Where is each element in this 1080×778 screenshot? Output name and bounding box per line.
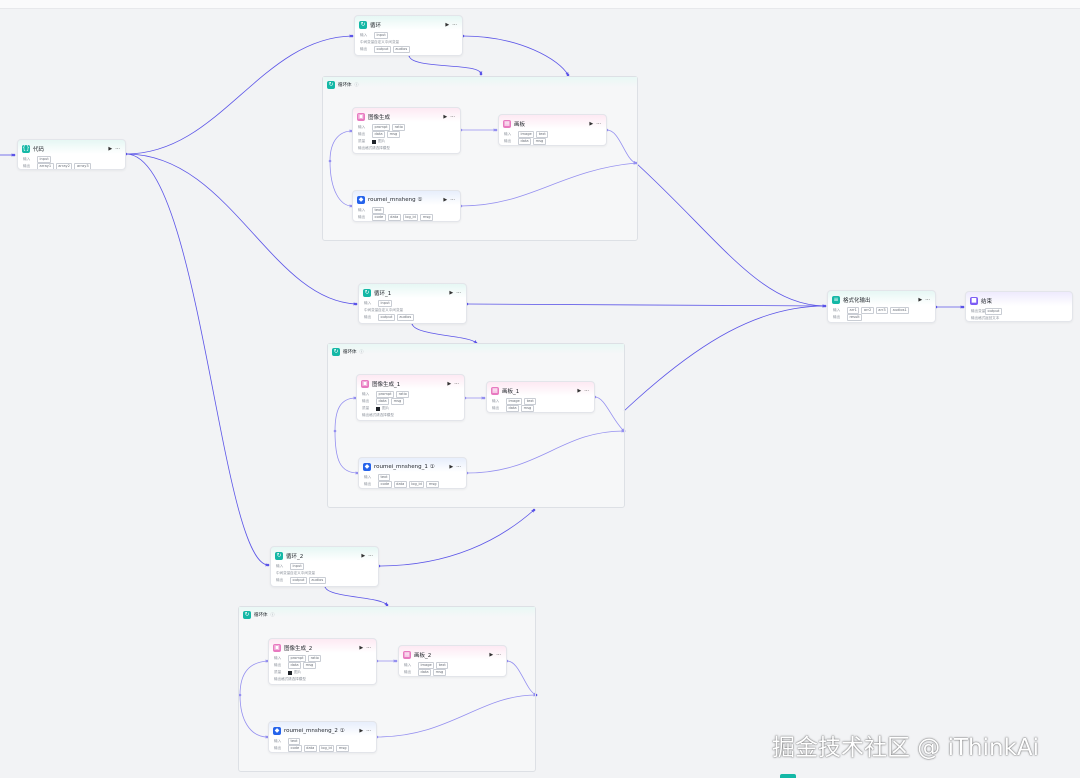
more-button[interactable]: ··· (454, 381, 459, 387)
edge-21[interactable] (324, 585, 388, 606)
edge-20[interactable] (378, 509, 535, 567)
more-button[interactable]: ··· (366, 728, 371, 734)
image-icon: ▣ (357, 113, 365, 121)
run-button[interactable]: ▶ (577, 388, 582, 394)
port-handle[interactable] (350, 34, 354, 38)
run-button[interactable]: ▶ (108, 146, 113, 152)
port-handle[interactable] (266, 563, 270, 567)
image-thumb (376, 406, 380, 411)
run-button[interactable]: ▶ (489, 652, 494, 658)
run-button[interactable]: ▶ (443, 114, 448, 120)
param-tag: input (37, 156, 52, 163)
edge-12[interactable] (466, 303, 826, 308)
more-button[interactable]: ··· (925, 297, 930, 303)
loop-icon: ↻ (327, 81, 335, 89)
format-icon: ≡ (832, 296, 840, 304)
watermark: 掘金技术社区 @ iThinkAi (772, 735, 1040, 761)
top-toolbar (0, 0, 1080, 9)
port-handle[interactable] (532, 508, 536, 512)
more-button[interactable]: ··· (596, 121, 601, 127)
loop-icon: ↻ (332, 348, 340, 356)
edge-3[interactable] (125, 153, 269, 567)
more-button[interactable]: ··· (452, 22, 457, 28)
run-button[interactable]: ▶ (359, 645, 364, 651)
partial-node-tab (780, 774, 796, 778)
more-button[interactable]: ··· (450, 197, 455, 203)
more-button[interactable]: ··· (115, 146, 120, 152)
run-button[interactable]: ▶ (449, 464, 454, 470)
more-button[interactable]: ··· (456, 464, 461, 470)
info-icon: ⓘ (359, 349, 364, 354)
plugin-icon: ◆ (363, 463, 371, 471)
image-thumb (288, 670, 292, 675)
more-button[interactable]: ··· (456, 290, 461, 296)
canvas-icon: ▦ (503, 120, 511, 128)
end-icon: ■ (970, 297, 978, 305)
port-handle[interactable] (961, 305, 965, 309)
edge-11[interactable] (635, 162, 826, 308)
run-button[interactable]: ▶ (445, 22, 450, 28)
more-button[interactable]: ··· (450, 114, 455, 120)
image-thumb (372, 139, 376, 144)
edge-4[interactable] (462, 35, 569, 76)
plugin-icon: ◆ (357, 196, 365, 204)
run-button[interactable]: ▶ (443, 197, 448, 203)
loop-icon: ↻ (359, 21, 367, 29)
loop-icon: ↻ (243, 611, 251, 619)
canvas-icon: ▦ (403, 651, 411, 659)
plugin-icon: ◆ (273, 727, 281, 735)
more-button[interactable]: ··· (584, 388, 589, 394)
edge-13[interactable] (411, 322, 477, 344)
more-button[interactable]: ··· (366, 645, 371, 651)
node-title: 代码 (33, 147, 45, 153)
port-handle[interactable] (479, 72, 483, 76)
loop-icon: ↻ (363, 289, 371, 297)
more-button[interactable]: ··· (496, 652, 501, 658)
run-button[interactable]: ▶ (359, 728, 364, 734)
code-icon: {} (22, 145, 30, 153)
edge-19[interactable] (623, 304, 826, 412)
info-icon: ⓘ (354, 82, 359, 87)
port-handle[interactable] (354, 302, 358, 306)
run-button[interactable]: ▶ (447, 381, 452, 387)
edge-5[interactable] (408, 54, 483, 75)
run-button[interactable]: ▶ (449, 290, 454, 296)
canvas-icon: ▦ (491, 387, 499, 395)
image-icon: ▣ (273, 644, 281, 652)
info-icon: ⓘ (270, 612, 275, 617)
more-button[interactable]: ··· (368, 553, 373, 559)
run-button[interactable]: ▶ (361, 553, 366, 559)
port-handle[interactable] (823, 304, 827, 308)
run-button[interactable]: ▶ (918, 297, 923, 303)
run-button[interactable]: ▶ (589, 121, 594, 127)
image-icon: ▣ (361, 380, 369, 388)
port-handle[interactable] (12, 153, 16, 157)
edge-1[interactable] (125, 34, 353, 155)
loop-icon: ↻ (275, 552, 283, 560)
